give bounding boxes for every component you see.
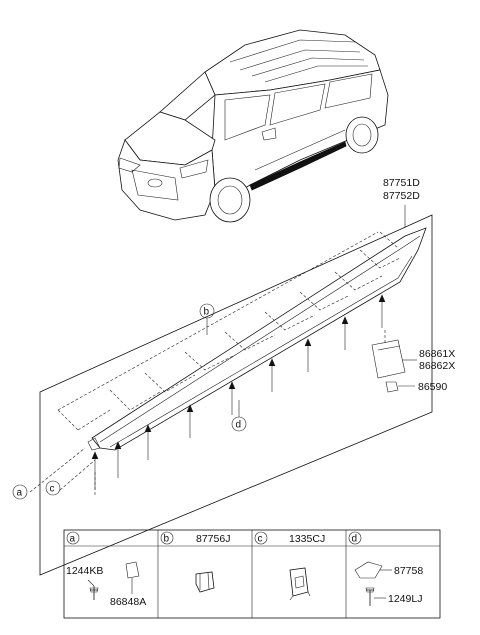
- callout-d: d: [231, 400, 247, 432]
- legend-part-c: 1335CJ: [289, 533, 325, 545]
- part-label-86862X: 86862X: [419, 360, 455, 372]
- clip-arrows-d: [91, 294, 386, 490]
- svg-text:a: a: [70, 534, 76, 545]
- legend-sub-86848A: 86848A: [110, 596, 146, 608]
- side-sill-moulding: [87, 227, 427, 451]
- part-label-86861X: 86861X: [419, 348, 455, 360]
- svg-text:b: b: [204, 307, 210, 318]
- legend-part-b: 87756J: [196, 533, 230, 545]
- legend-cell-a: 1244KB 86848A: [66, 561, 146, 608]
- legend-header-d: d: [348, 531, 362, 545]
- clip-positions-b: [57, 231, 401, 431]
- svg-text:c: c: [258, 534, 263, 545]
- legend-header-a: a: [66, 531, 80, 545]
- legend-sub-1249LJ: 1249LJ: [388, 593, 422, 605]
- frame-outline: [39, 214, 433, 576]
- screw-icon: [90, 586, 98, 600]
- callout-c: c: [45, 480, 61, 496]
- legend-cell-b: [195, 571, 215, 593]
- bracket-part: [371, 330, 406, 379]
- leader-lines-front: [29, 447, 96, 495]
- svg-text:d: d: [236, 420, 242, 431]
- clip-d-icon: [354, 561, 383, 579]
- nut-part: [385, 381, 415, 393]
- clip-b-icon: [195, 571, 215, 593]
- callout-a: a: [12, 484, 28, 500]
- legend-header-b: b 87756J: [160, 531, 230, 545]
- screw-d-icon: [366, 589, 374, 606]
- svg-text:d: d: [352, 534, 358, 545]
- legend-sub-87758: 87758: [394, 565, 423, 577]
- exploded-view-frame: [39, 214, 433, 576]
- legend-sub-1244KB: 1244KB: [66, 565, 103, 577]
- svg-text:c: c: [50, 484, 55, 495]
- svg-text:a: a: [17, 488, 23, 499]
- part-label-86590: 86590: [418, 381, 447, 393]
- part-label-87751D: 87751D: [383, 177, 420, 189]
- part-label-87752D: 87752D: [383, 190, 420, 202]
- legend-header-c: c 1335CJ: [254, 531, 325, 545]
- clip-c-icon: [289, 567, 309, 597]
- legend-cell-c: [289, 567, 311, 601]
- svg-text:b: b: [164, 534, 170, 545]
- legend-table: a b 87756J c 1335CJ d 1244KB 86848A: [63, 529, 441, 619]
- car-illustration: [117, 29, 389, 223]
- callout-b: b: [199, 303, 215, 335]
- legend-cell-d: 87758 1249LJ: [354, 561, 423, 606]
- clip-icon: [125, 561, 140, 579]
